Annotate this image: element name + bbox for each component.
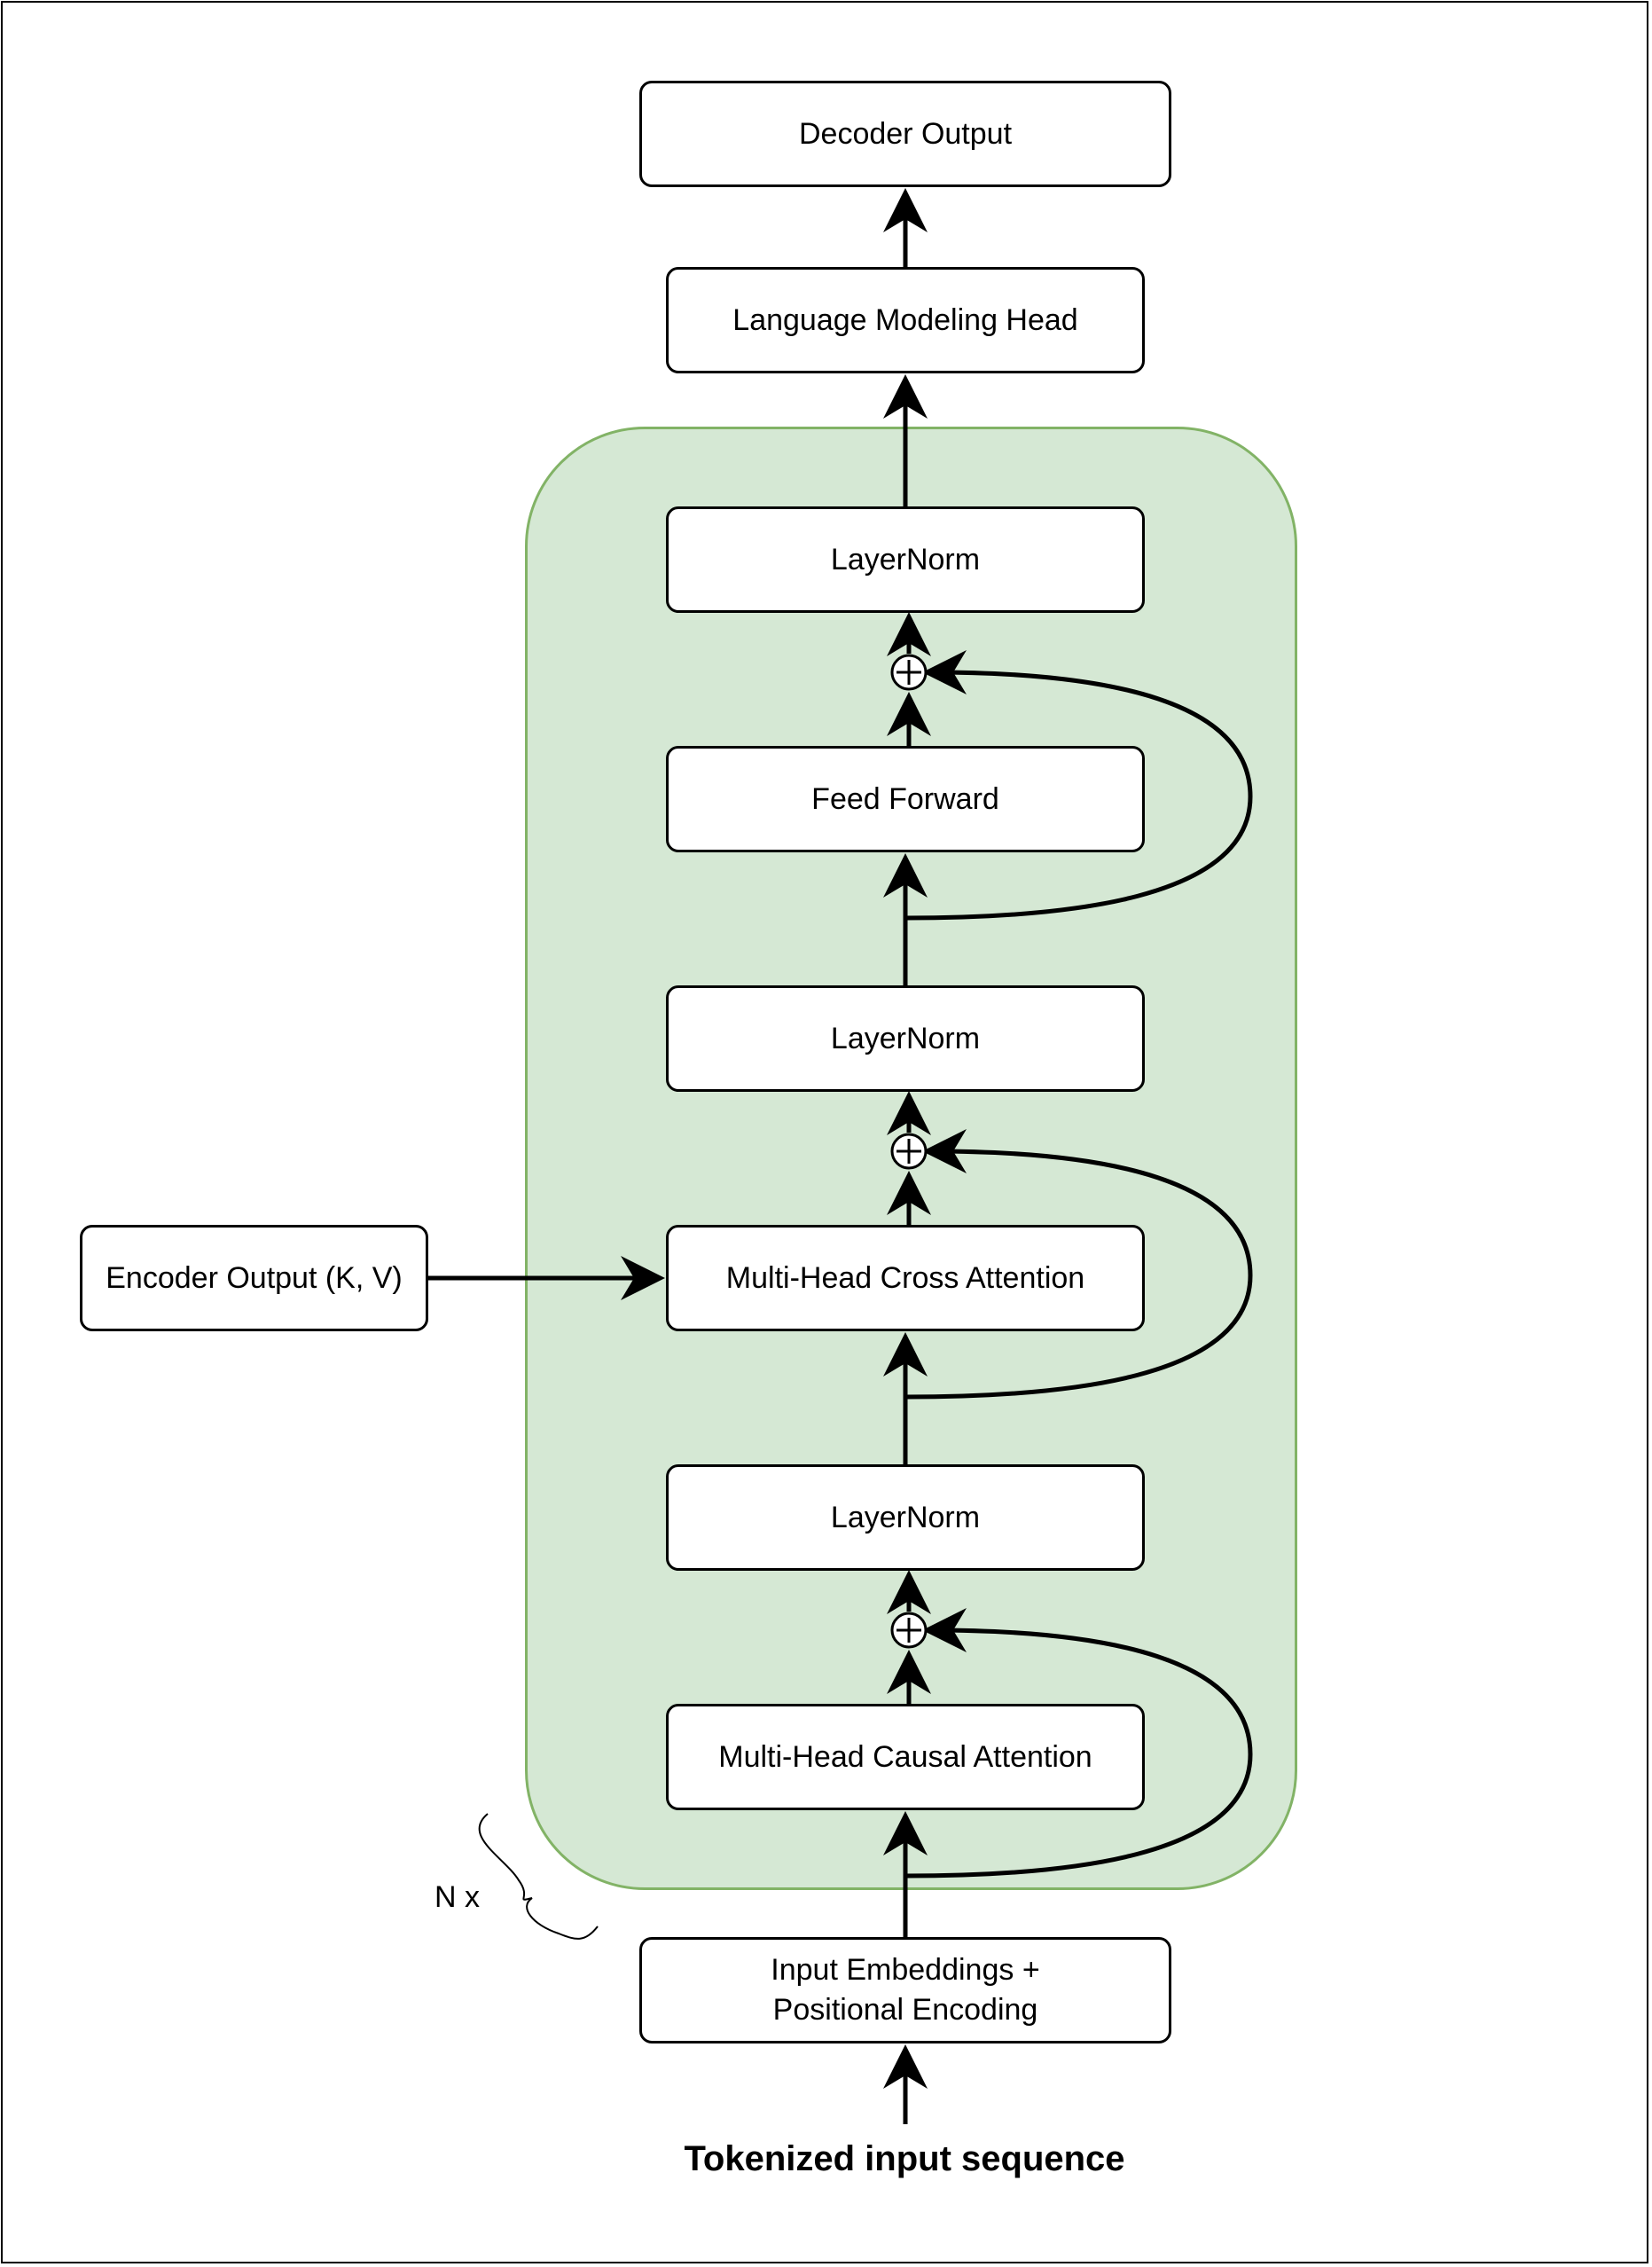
layernorm-bottom-label: LayerNorm bbox=[830, 1500, 981, 1534]
encoder-output-box: Encoder Output (K, V) bbox=[80, 1225, 428, 1331]
lm-head-label: Language Modeling Head bbox=[732, 302, 1078, 337]
residual-connection-bottom bbox=[904, 1608, 1253, 1879]
causal-attention-label: Multi-Head Causal Attention bbox=[718, 1739, 1092, 1774]
layernorm-mid-label: LayerNorm bbox=[830, 1021, 981, 1055]
cross-attention-label: Multi-Head Cross Attention bbox=[725, 1260, 1085, 1295]
layernorm-top-box: LayerNorm bbox=[666, 506, 1145, 613]
feed-forward-label: Feed Forward bbox=[811, 781, 999, 816]
repeat-brace bbox=[478, 1813, 599, 1940]
input-embeddings-label: Input Embeddings + Positional Encoding bbox=[771, 1953, 1040, 2027]
causal-attention-box: Multi-Head Causal Attention bbox=[666, 1704, 1145, 1810]
add-node-bottom bbox=[890, 1612, 928, 1649]
residual-connection-middle bbox=[904, 1129, 1253, 1400]
encoder-output-label: Encoder Output (K, V) bbox=[106, 1260, 403, 1295]
add-node-middle bbox=[890, 1133, 928, 1170]
cross-attention-box: Multi-Head Cross Attention bbox=[666, 1225, 1145, 1331]
decoder-output-label: Decoder Output bbox=[798, 116, 1013, 151]
tokenized-input-label: Tokenized input sequence bbox=[684, 2139, 1125, 2178]
feed-forward-box: Feed Forward bbox=[666, 746, 1145, 852]
add-node-top bbox=[890, 654, 928, 691]
layernorm-top-label: LayerNorm bbox=[830, 542, 981, 577]
residual-connection-top bbox=[904, 650, 1253, 921]
layernorm-bottom-box: LayerNorm bbox=[666, 1464, 1145, 1571]
decoder-output-box: Decoder Output bbox=[639, 81, 1171, 187]
repeat-label: N x bbox=[435, 1880, 480, 1914]
lm-head-box: Language Modeling Head bbox=[666, 267, 1145, 373]
layernorm-mid-box: LayerNorm bbox=[666, 985, 1145, 1092]
input-embeddings-box: Input Embeddings + Positional Encoding bbox=[639, 1937, 1171, 2043]
